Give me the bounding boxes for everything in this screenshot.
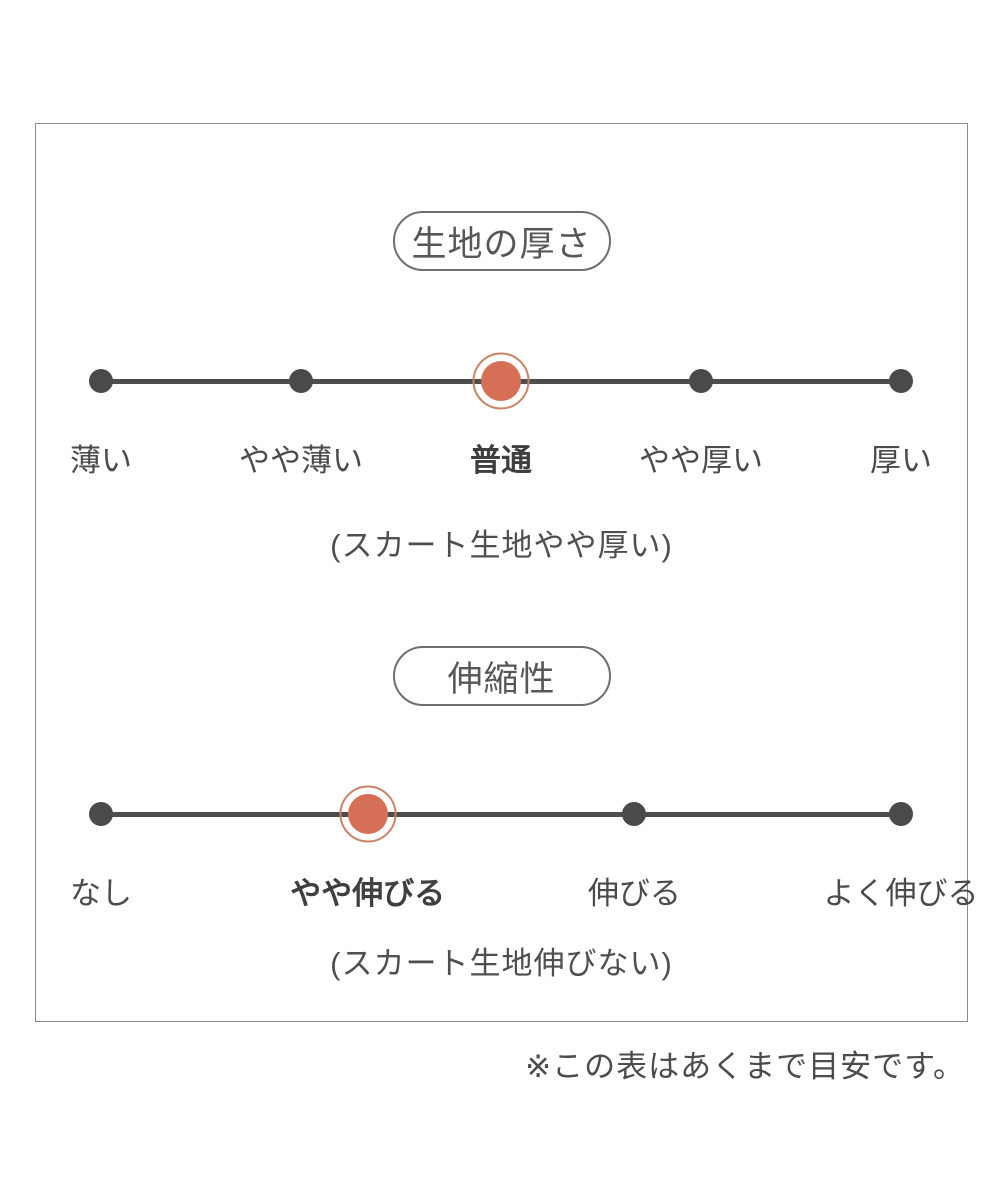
- scale-label: なし: [70, 876, 132, 911]
- scale-label-selected: やや伸びる: [290, 876, 446, 911]
- scale-line: [101, 811, 901, 817]
- stretch-note: (スカート生地伸びない): [330, 946, 673, 981]
- selected-dot-ring: [339, 785, 397, 843]
- scale-dot: [889, 802, 913, 826]
- disclaimer-note: ※この表はあくまで目安です。: [525, 1049, 965, 1084]
- scale-dot-selected: [339, 785, 397, 843]
- scale-dot: [689, 369, 713, 393]
- thickness-title: 生地の厚さ: [411, 224, 592, 264]
- scale-dot: [889, 369, 913, 393]
- scale-dot: [289, 369, 313, 393]
- scale-dot: [89, 802, 113, 826]
- scale-dot-selected: [472, 352, 530, 410]
- scale-label: 厚い: [870, 443, 932, 478]
- scale-label: やや厚い: [639, 443, 763, 478]
- fabric-info-panel: 生地の厚さ 薄い やや薄い 普通 やや厚い 厚い (スカート生地やや厚い) 伸縮性 なし…: [35, 123, 979, 1022]
- stretch-scale: なし やや伸びる 伸びる よく伸びる: [70, 785, 979, 957]
- thickness-note: (スカート生地やや厚い): [330, 528, 673, 563]
- scale-label: 薄い: [70, 443, 132, 478]
- thickness-scale: 薄い やや薄い 普通 やや厚い 厚い: [70, 352, 932, 524]
- scale-dot: [89, 369, 113, 393]
- stretch-title: 伸縮性: [447, 659, 556, 699]
- stretch-title-pill: 伸縮性: [392, 646, 611, 706]
- scale-dot: [622, 802, 647, 826]
- scale-label: よく伸びる: [823, 876, 979, 911]
- scale-label-selected: 普通: [470, 443, 532, 478]
- selected-dot-ring: [472, 352, 530, 410]
- scale-label: 伸びる: [587, 876, 681, 911]
- scale-label: やや薄い: [239, 443, 363, 478]
- thickness-title-pill: 生地の厚さ: [392, 211, 611, 271]
